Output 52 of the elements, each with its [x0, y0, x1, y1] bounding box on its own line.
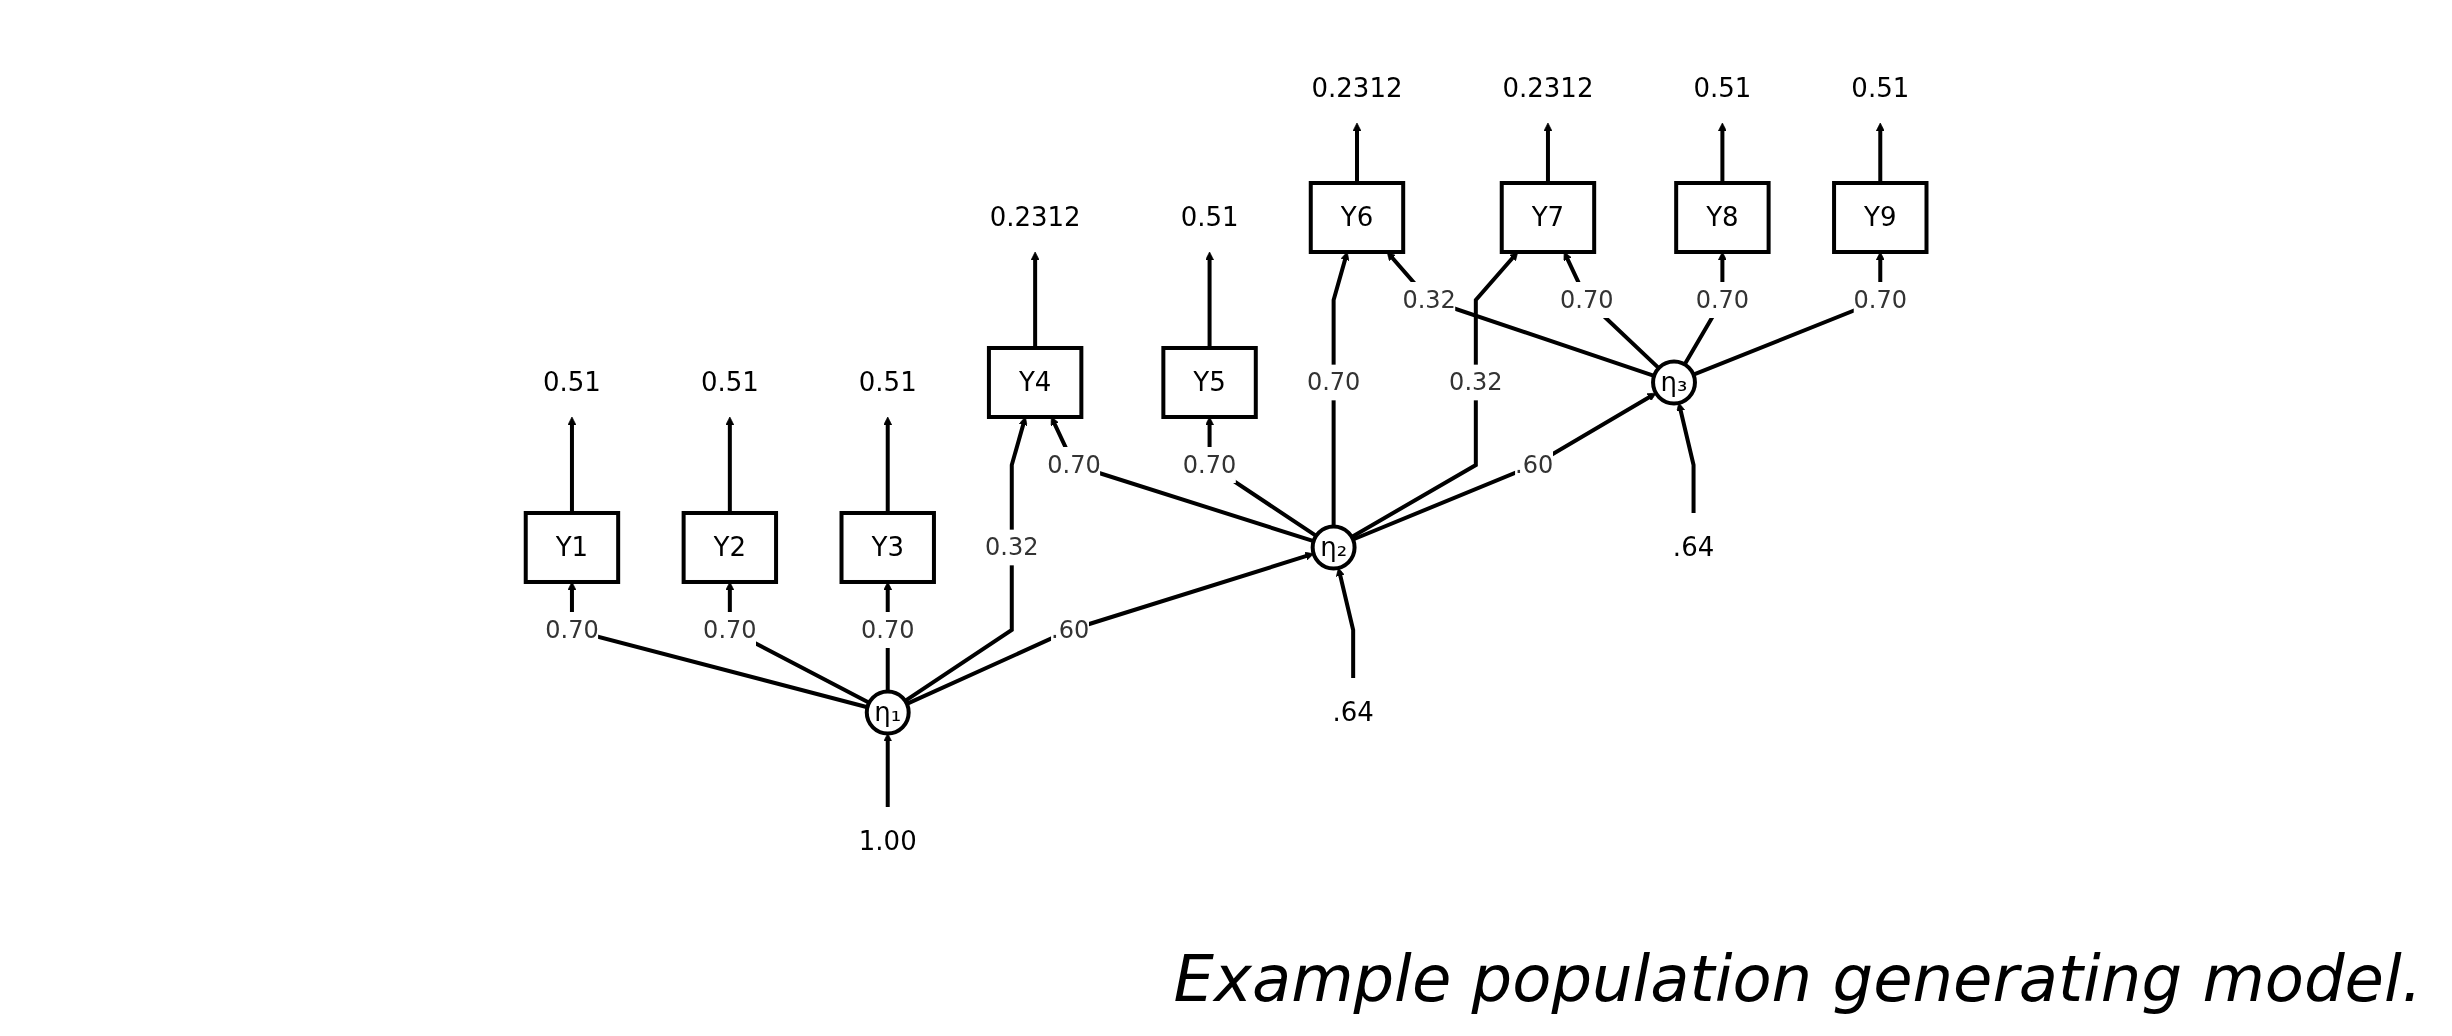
arrow — [1030, 251, 1040, 348]
arrow — [1676, 402, 1696, 513]
node-circle: η₁ — [864, 689, 911, 736]
node-text: 0.51 — [542, 366, 601, 397]
arrow — [1352, 122, 1362, 183]
node-text: 1.00 — [858, 825, 917, 856]
node-text: 0.2312 — [989, 202, 1081, 232]
edge-label: .60 — [1050, 615, 1090, 644]
node-box: Y9 — [1831, 181, 1929, 254]
node-text: 0.51 — [1693, 73, 1752, 103]
edge-label: 0.32 — [984, 533, 1039, 562]
node-box: Y6 — [1308, 181, 1406, 254]
arrow — [883, 733, 892, 807]
edge-label: 0.32 — [1448, 368, 1503, 397]
node-box: Y2 — [681, 511, 778, 584]
arrow — [725, 416, 735, 513]
edge-label: 0.70 — [1306, 368, 1361, 397]
node-circle: η₃ — [1650, 359, 1697, 406]
node-circle: η₂ — [1310, 524, 1357, 571]
arrow — [1875, 122, 1885, 183]
arrow — [883, 416, 892, 513]
arrow — [567, 416, 577, 513]
edge-label: 0.32 — [1402, 286, 1456, 314]
edge-label: 0.70 — [860, 615, 915, 644]
node-text: .64 — [1332, 696, 1374, 727]
edge-label: 0.70 — [545, 615, 599, 644]
node-text: 0.51 — [858, 366, 917, 397]
edge-label: .60 — [1514, 450, 1554, 479]
edge-label: 0.70 — [1047, 450, 1101, 479]
node-box: Y1 — [523, 511, 621, 584]
arrow — [1543, 122, 1553, 183]
arrow — [1335, 567, 1356, 678]
arrow — [1205, 251, 1214, 348]
node-text: .64 — [1672, 531, 1715, 562]
node-text: 0.51 — [1851, 73, 1910, 103]
arrow — [903, 416, 1028, 703]
node-text: 0.51 — [700, 366, 759, 397]
edge-label: 0.70 — [1182, 450, 1237, 479]
node-text: 0.2312 — [1502, 73, 1594, 103]
edge-label: 0.70 — [1695, 286, 1749, 314]
node-box: Y5 — [1161, 346, 1258, 419]
caption: Example population generating model. — [1173, 942, 2422, 1016]
node-box: Y4 — [986, 346, 1084, 419]
node-text: 0.2312 — [1311, 73, 1403, 103]
node-box: Y3 — [839, 511, 936, 584]
edge-label: 0.70 — [1559, 286, 1614, 314]
edge-label: 0.70 — [1853, 286, 1907, 314]
edge-label: 0.70 — [703, 615, 757, 644]
node-box: Y8 — [1674, 181, 1771, 254]
node-box: Y7 — [1499, 181, 1597, 254]
node-text: 0.51 — [1180, 202, 1239, 232]
arrow — [1717, 122, 1727, 183]
